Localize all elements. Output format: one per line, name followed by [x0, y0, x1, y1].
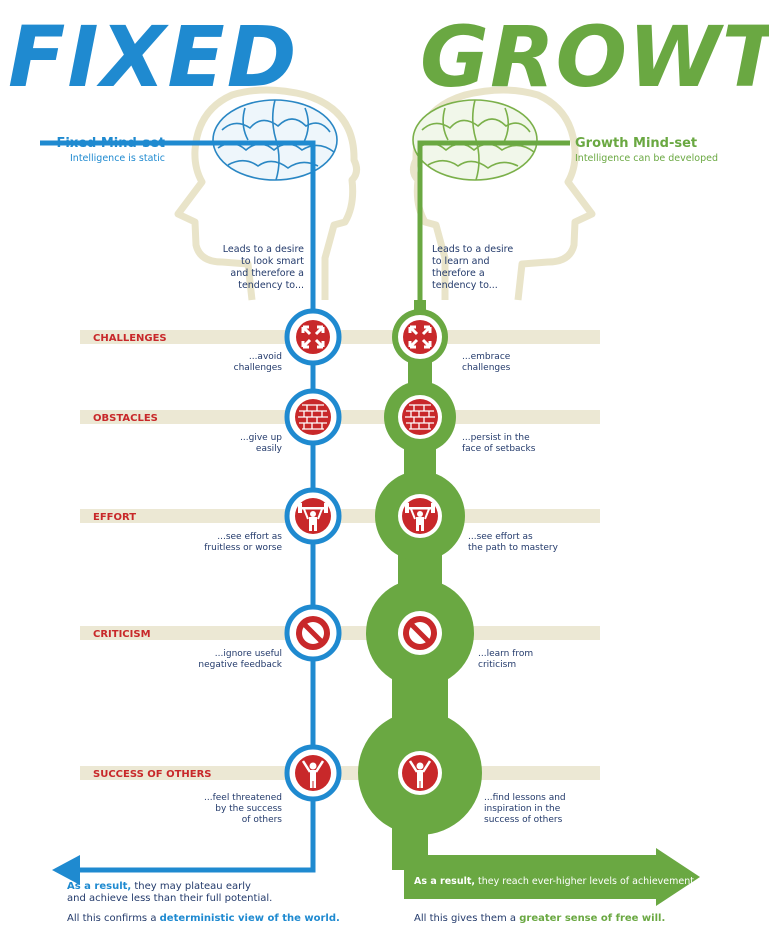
fixed-conclusion: All this confirms a deterministic view o… [67, 913, 340, 924]
svg-text:by the success: by the success [215, 804, 282, 814]
row-label-effort: EFFORT [93, 512, 136, 523]
svg-text:criticism: criticism [478, 660, 516, 670]
svg-text:...see effort as: ...see effort as [468, 532, 533, 542]
svg-text:inspiration in the: inspiration in the [484, 804, 561, 814]
fixed-arrow-head [52, 855, 80, 885]
growth-intro: Leads to a desire to learn and therefore… [432, 244, 513, 291]
svg-text:challenges: challenges [462, 363, 511, 373]
svg-text:the path to mastery: the path to mastery [468, 543, 559, 553]
svg-text:...persist in the: ...persist in the [462, 433, 530, 443]
growth-path-line [417, 140, 570, 300]
svg-text:tendency to...: tendency to... [238, 280, 304, 291]
growth-mindset-subtitle: Intelligence can be developed [575, 153, 718, 164]
svg-text:...learn from: ...learn from [478, 649, 533, 659]
row-labels: CHALLENGES OBSTACLES EFFORT CRITICISM SU… [93, 333, 212, 780]
fixed-result-line-2: and achieve less than their full potenti… [67, 893, 272, 904]
svg-text:Leads to a desire: Leads to a desire [432, 244, 513, 255]
row-label-obstacles: OBSTACLES [93, 413, 158, 424]
row-label-criticism: CRITICISM [93, 629, 151, 640]
brick-wall-icon [295, 399, 438, 435]
arrows-icon [296, 320, 437, 354]
svg-text:face of setbacks: face of setbacks [462, 444, 536, 454]
fixed-mindset-subtitle: Intelligence is static [70, 153, 165, 164]
svg-text:and therefore a: and therefore a [230, 268, 304, 279]
growth-mindset-title: Growth Mind-set [575, 136, 697, 151]
svg-text:to learn and: to learn and [432, 256, 490, 267]
svg-text:therefore a: therefore a [432, 268, 485, 279]
svg-text:fruitless or worse: fruitless or worse [204, 543, 282, 553]
growth-responses: ...embrace challenges ...persist in the … [462, 352, 566, 825]
fixed-brain-icon [212, 99, 338, 181]
svg-text:success of others: success of others [484, 815, 563, 825]
svg-text:tendency to...: tendency to... [432, 280, 498, 291]
row-label-success-of-others: SUCCESS OF OTHERS [93, 769, 212, 780]
fixed-responses: ...avoid challenges ...give up easily ..… [198, 352, 282, 825]
svg-text:...feel threatened: ...feel threatened [204, 793, 282, 803]
fixed-head-icon [174, 86, 361, 301]
growth-conclusion: All this gives them a greater sense of f… [414, 913, 665, 924]
fixed-intro: Leads to a desire to look smart and ther… [223, 244, 304, 291]
fixed-result-line-1: As a result, they may plateau early [67, 881, 251, 892]
svg-text:...avoid: ...avoid [249, 352, 282, 362]
row-label-challenges: CHALLENGES [93, 333, 167, 344]
svg-text:...ignore useful: ...ignore useful [215, 649, 282, 659]
svg-text:negative feedback: negative feedback [198, 660, 282, 670]
growth-result: As a result, they reach ever-higher leve… [414, 876, 697, 887]
victory-figure-icon [295, 755, 438, 791]
svg-text:...give up: ...give up [240, 433, 282, 443]
svg-text:to look smart: to look smart [241, 256, 304, 267]
growth-brain-icon [412, 99, 538, 181]
svg-text:of others: of others [242, 815, 283, 825]
svg-text:easily: easily [256, 444, 283, 454]
weightlifter-icon [295, 498, 438, 534]
svg-text:Leads to a desire: Leads to a desire [223, 244, 304, 255]
svg-text:challenges: challenges [234, 363, 283, 373]
svg-text:...see effort as: ...see effort as [217, 532, 282, 542]
no-sign-icon [296, 616, 437, 650]
svg-text:...find lessons and: ...find lessons and [484, 793, 566, 803]
svg-text:...embrace: ...embrace [462, 352, 511, 362]
row-bands [80, 330, 600, 780]
